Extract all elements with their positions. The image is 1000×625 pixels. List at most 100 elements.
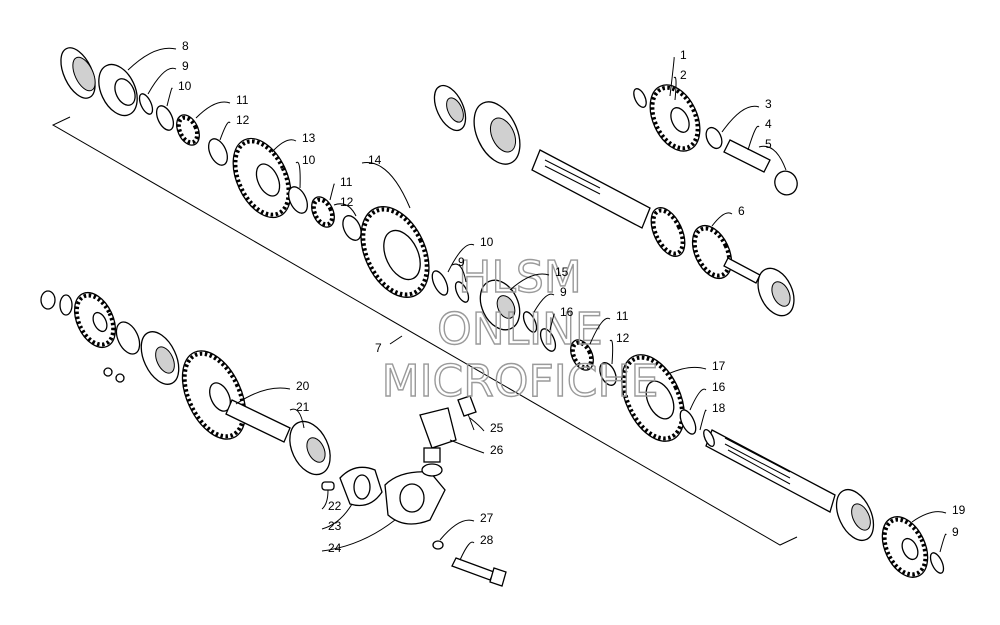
callout-leader-line bbox=[321, 519, 396, 552]
callout-leader-line bbox=[589, 317, 611, 345]
bearing-21 bbox=[289, 420, 331, 476]
collar-3 bbox=[705, 126, 723, 150]
callout-leader-line bbox=[669, 57, 675, 97]
callout-number-c1: 1 bbox=[680, 48, 687, 62]
watermark-line-3: MICROFICHE bbox=[382, 356, 659, 407]
callout-number-c14: 14 bbox=[368, 153, 382, 167]
collar-12c bbox=[599, 362, 617, 386]
callout-leader-line bbox=[219, 121, 231, 141]
collar-12a bbox=[207, 138, 229, 166]
callout-number-c27: 27 bbox=[480, 511, 494, 525]
washer-10b bbox=[287, 186, 309, 214]
callout-number-c11b: 11 bbox=[340, 175, 353, 189]
seal-lower-left bbox=[115, 321, 141, 355]
callout-number-c16b: 16 bbox=[712, 380, 726, 394]
sprocket-gear-lower-left bbox=[73, 291, 117, 349]
callout-leader-line bbox=[667, 366, 707, 375]
callout-number-c10a: 10 bbox=[178, 79, 192, 93]
bearing-part-bottom-right bbox=[835, 488, 875, 542]
callout-number-c12c: 12 bbox=[616, 331, 630, 345]
housing-24 bbox=[384, 463, 446, 525]
callout-number-c26: 26 bbox=[490, 443, 504, 457]
callout-number-c18: 18 bbox=[712, 401, 726, 415]
needle-bearing-11a bbox=[176, 114, 200, 146]
washer-27 bbox=[432, 540, 444, 550]
callout-number-c25: 25 bbox=[490, 421, 504, 435]
callout-number-c17: 17 bbox=[712, 359, 726, 373]
callout-leader-line bbox=[699, 409, 707, 431]
callout-number-c7: 7 bbox=[375, 341, 382, 355]
callout-leader-line bbox=[321, 503, 353, 530]
callout-number-c9a: 9 bbox=[182, 59, 189, 73]
snap-ring-9b bbox=[454, 281, 470, 303]
output-shaft-18 bbox=[703, 429, 836, 513]
callout-leader-line bbox=[166, 87, 173, 107]
callout-number-c10c: 10 bbox=[480, 235, 494, 249]
callout-number-c6: 6 bbox=[738, 204, 745, 218]
bearing-lower-left bbox=[140, 331, 180, 385]
callout-number-c9d: 9 bbox=[952, 525, 959, 539]
callout-leader-line bbox=[533, 293, 555, 313]
snap-ring-9a bbox=[138, 93, 154, 115]
callout-leader-line bbox=[449, 439, 485, 454]
callout-number-c15: 15 bbox=[555, 265, 569, 279]
callout-leader-line bbox=[609, 339, 614, 365]
callout-leader-line bbox=[333, 203, 357, 217]
shift-hub-15 bbox=[479, 279, 521, 331]
callout-number-c10b: 10 bbox=[302, 153, 316, 167]
snap-ring-9d bbox=[929, 552, 945, 574]
needle-bearing-11c bbox=[570, 339, 594, 371]
callout-leader-line bbox=[195, 101, 231, 119]
callout-number-c12b: 12 bbox=[340, 195, 354, 209]
callout-leader-line bbox=[939, 533, 947, 553]
callout-leader-line bbox=[451, 263, 467, 283]
callout-number-c13: 13 bbox=[302, 131, 316, 145]
callout-leader-line bbox=[329, 183, 335, 201]
small-parts-left bbox=[40, 290, 125, 383]
snap-ring-9c bbox=[522, 311, 538, 333]
callout-leader-line bbox=[721, 105, 760, 133]
gear-17 bbox=[621, 354, 685, 442]
callout-number-c20: 20 bbox=[296, 379, 310, 393]
callout-number-c3: 3 bbox=[765, 97, 772, 111]
gear-13 bbox=[232, 137, 292, 219]
gear-shaft-20 bbox=[181, 350, 291, 443]
callout-number-c5: 5 bbox=[765, 137, 772, 151]
bolt-25 bbox=[457, 395, 477, 431]
callout-leader-line bbox=[911, 511, 947, 523]
callout-number-c22: 22 bbox=[328, 499, 342, 513]
collar-12b bbox=[342, 215, 362, 241]
callout-leader-line bbox=[447, 243, 475, 273]
callout-number-c11c: 11 bbox=[616, 309, 629, 323]
assembly-bracket-line bbox=[51, 116, 798, 546]
bearing-part-right-6 bbox=[757, 267, 795, 317]
gasket-23 bbox=[339, 466, 383, 507]
callout-number-c2: 2 bbox=[680, 68, 687, 82]
bearing-part-top-center-2 bbox=[473, 101, 521, 165]
input-shaft-6 bbox=[531, 149, 761, 284]
bolt-28 bbox=[451, 557, 507, 587]
callout-number-c12a: 12 bbox=[236, 113, 250, 127]
callout-leader-line bbox=[271, 139, 297, 153]
bearing-part-top-left bbox=[60, 47, 96, 99]
callout-leader-line bbox=[673, 76, 677, 101]
callout-leader-line bbox=[549, 313, 555, 331]
callout-leader-line bbox=[711, 212, 733, 227]
sensor-26 bbox=[419, 407, 457, 463]
assembly-callout-leader bbox=[389, 335, 403, 345]
callout-leader-line bbox=[147, 67, 177, 95]
callout-leader-line bbox=[758, 145, 787, 171]
washer-5 bbox=[774, 170, 798, 196]
gear-14 bbox=[360, 206, 430, 298]
callout-number-c9b: 9 bbox=[458, 255, 465, 269]
callout-leader-line bbox=[509, 273, 550, 291]
hub-part-8 bbox=[98, 63, 138, 117]
callout-leader-line bbox=[361, 162, 411, 209]
callout-number-c8: 8 bbox=[182, 39, 189, 53]
washer-10a bbox=[155, 105, 175, 131]
callout-number-c19: 19 bbox=[952, 503, 966, 517]
callout-number-c9c: 9 bbox=[560, 285, 567, 299]
